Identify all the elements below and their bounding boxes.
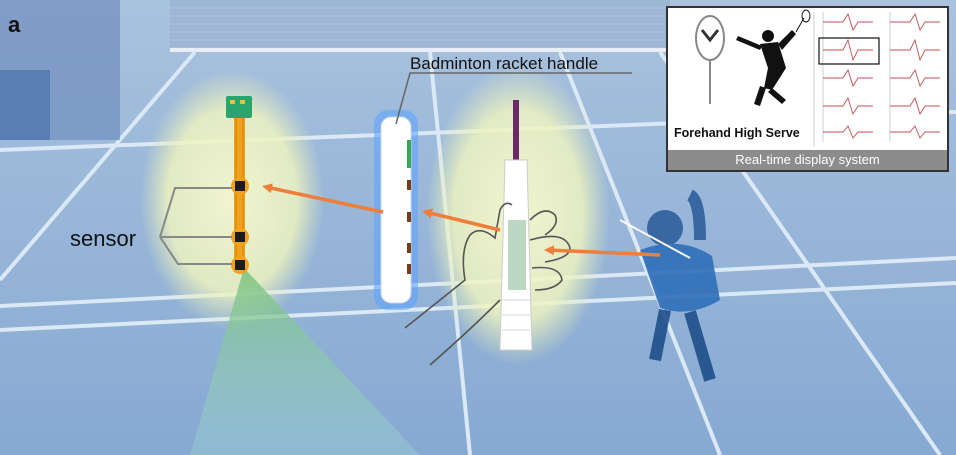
handle-label: Badminton racket handle	[410, 54, 599, 73]
handle-callout-line	[395, 72, 632, 125]
racket	[499, 100, 533, 351]
signal-plots	[823, 12, 940, 139]
action-label: Forehand High Serve	[674, 126, 800, 140]
sensor-node	[231, 177, 249, 195]
arrow-handle-to-sensor	[262, 183, 384, 214]
sensor-label: sensor	[70, 226, 137, 251]
racket-icon	[695, 15, 725, 104]
arrow-racket-to-handle	[422, 208, 501, 232]
panel-letter: a	[8, 12, 21, 37]
display-illustration	[695, 9, 940, 146]
sensor-node	[231, 228, 249, 246]
signal-cone	[190, 268, 420, 455]
real-time-display: Forehand High Serve Real-time display sy…	[666, 6, 949, 172]
net	[170, 0, 670, 52]
player-silhouette-icon	[736, 9, 811, 106]
sponsor-board	[0, 70, 50, 140]
highlight-box	[818, 37, 880, 65]
sensor-bracket	[159, 187, 232, 265]
sensor-node	[231, 256, 249, 274]
display-caption: Real-time display system	[668, 150, 947, 170]
badminton-player	[619, 189, 720, 382]
arrow-player-to-racket	[544, 245, 661, 257]
plot-axes	[822, 12, 891, 142]
hand-outline	[404, 202, 571, 366]
